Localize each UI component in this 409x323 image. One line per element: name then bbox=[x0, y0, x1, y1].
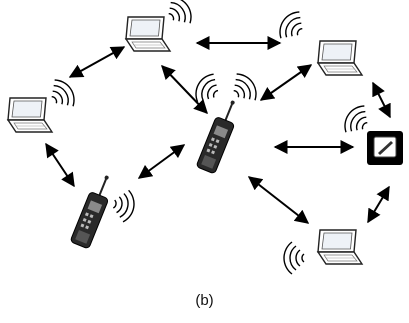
handheld-radio-icon bbox=[69, 170, 118, 250]
figure-caption: (b) bbox=[195, 292, 214, 309]
link-phone-center-laptop-bottom-right bbox=[247, 176, 310, 224]
wireless-signal-icon bbox=[273, 6, 310, 46]
laptop-icon bbox=[125, 16, 171, 52]
link-phone-bottom-left-phone-center bbox=[137, 144, 186, 179]
wireless-signal-icon bbox=[110, 187, 138, 224]
laptop-icon bbox=[317, 229, 363, 265]
wireless-signal-icon bbox=[44, 74, 81, 114]
network-links bbox=[45, 36, 391, 224]
link-phone-center-laptop-right-top bbox=[259, 64, 313, 101]
link-laptop-left-phone-bottom-left bbox=[45, 142, 75, 188]
link-laptop-top-phone-center bbox=[161, 64, 208, 115]
wireless-signal-icon bbox=[283, 241, 305, 275]
link-laptop-top-laptop-left bbox=[68, 46, 126, 78]
laptop-icon bbox=[7, 97, 53, 133]
wireless-signal-icon bbox=[161, 0, 198, 31]
pda-icon bbox=[367, 131, 403, 165]
laptop-icon bbox=[317, 40, 363, 76]
link-laptop-right-top-pda-right bbox=[372, 81, 391, 119]
link-pda-right-laptop-bottom-right bbox=[367, 185, 390, 224]
